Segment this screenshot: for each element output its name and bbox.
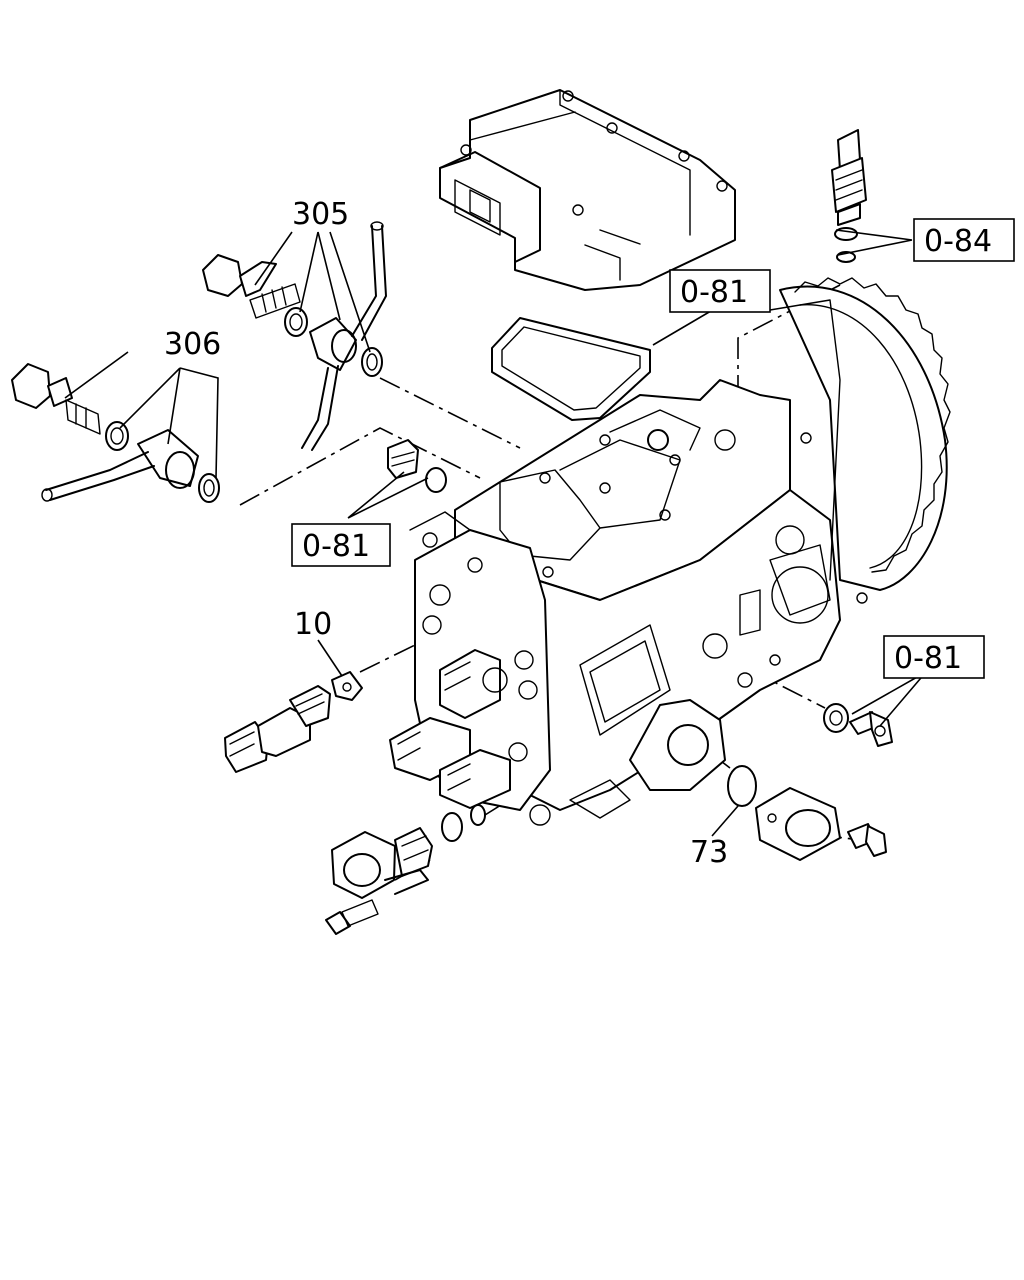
callout-73-label: 73: [690, 835, 728, 870]
banjo-eye-305: [309, 317, 357, 371]
solenoid-screw: [325, 899, 379, 935]
overflow-valve: [831, 129, 867, 226]
delivery-valve-lower: [439, 749, 511, 809]
plug-washer: [425, 467, 447, 493]
inlet-fitting: [224, 685, 331, 773]
ref-box-081-bolt: 0-81: [883, 635, 985, 679]
callout-10-label: 10: [294, 607, 332, 642]
side-washer: [823, 703, 849, 733]
ref-081-bolt-label: 0-81: [894, 641, 962, 676]
solenoid-o-rings: [441, 804, 486, 842]
ref-box-084: 0-84: [913, 218, 1015, 262]
gasket: [491, 317, 651, 421]
cover-screw: [847, 823, 887, 857]
callout-305: 305: [292, 197, 349, 232]
callout-10: 10: [294, 607, 332, 642]
cover-plate: [755, 787, 841, 861]
drive-gear: [769, 277, 951, 604]
callout-306-label: 306: [164, 327, 221, 362]
delivery-valve-upper: [439, 649, 508, 719]
ref-081-gasket-label: 0-81: [680, 275, 748, 310]
leader-lines: [64, 229, 927, 837]
banjo-bolt-306: [11, 363, 101, 435]
banjo-washer-306a: [105, 421, 129, 451]
pump-body: [389, 379, 841, 826]
banjo-bolt-305: [202, 254, 301, 319]
ref-084-label: 0-84: [924, 224, 992, 259]
side-bolt: [849, 711, 893, 747]
ref-box-081-plug: 0-81: [291, 523, 391, 567]
banjo-washer-305b: [361, 347, 383, 377]
callout-306: 306: [164, 327, 221, 362]
o-ring-73: [727, 765, 757, 807]
o-rings-084: [834, 227, 858, 263]
plug-screw: [387, 439, 419, 479]
banjo-eye-306: [137, 429, 199, 489]
banjo-washer-306b: [198, 473, 220, 503]
control-unit: [439, 89, 736, 291]
callout-305-label: 305: [292, 197, 349, 232]
callout-73: 73: [690, 835, 728, 870]
ref-box-081-gasket: 0-81: [669, 269, 771, 313]
ref-081-plug-label: 0-81: [302, 529, 370, 564]
washer-10: [331, 671, 363, 701]
banjo-washer-305a: [284, 307, 308, 337]
pipe-306: [41, 451, 155, 502]
fuel-cutoff-solenoid: [331, 827, 433, 899]
